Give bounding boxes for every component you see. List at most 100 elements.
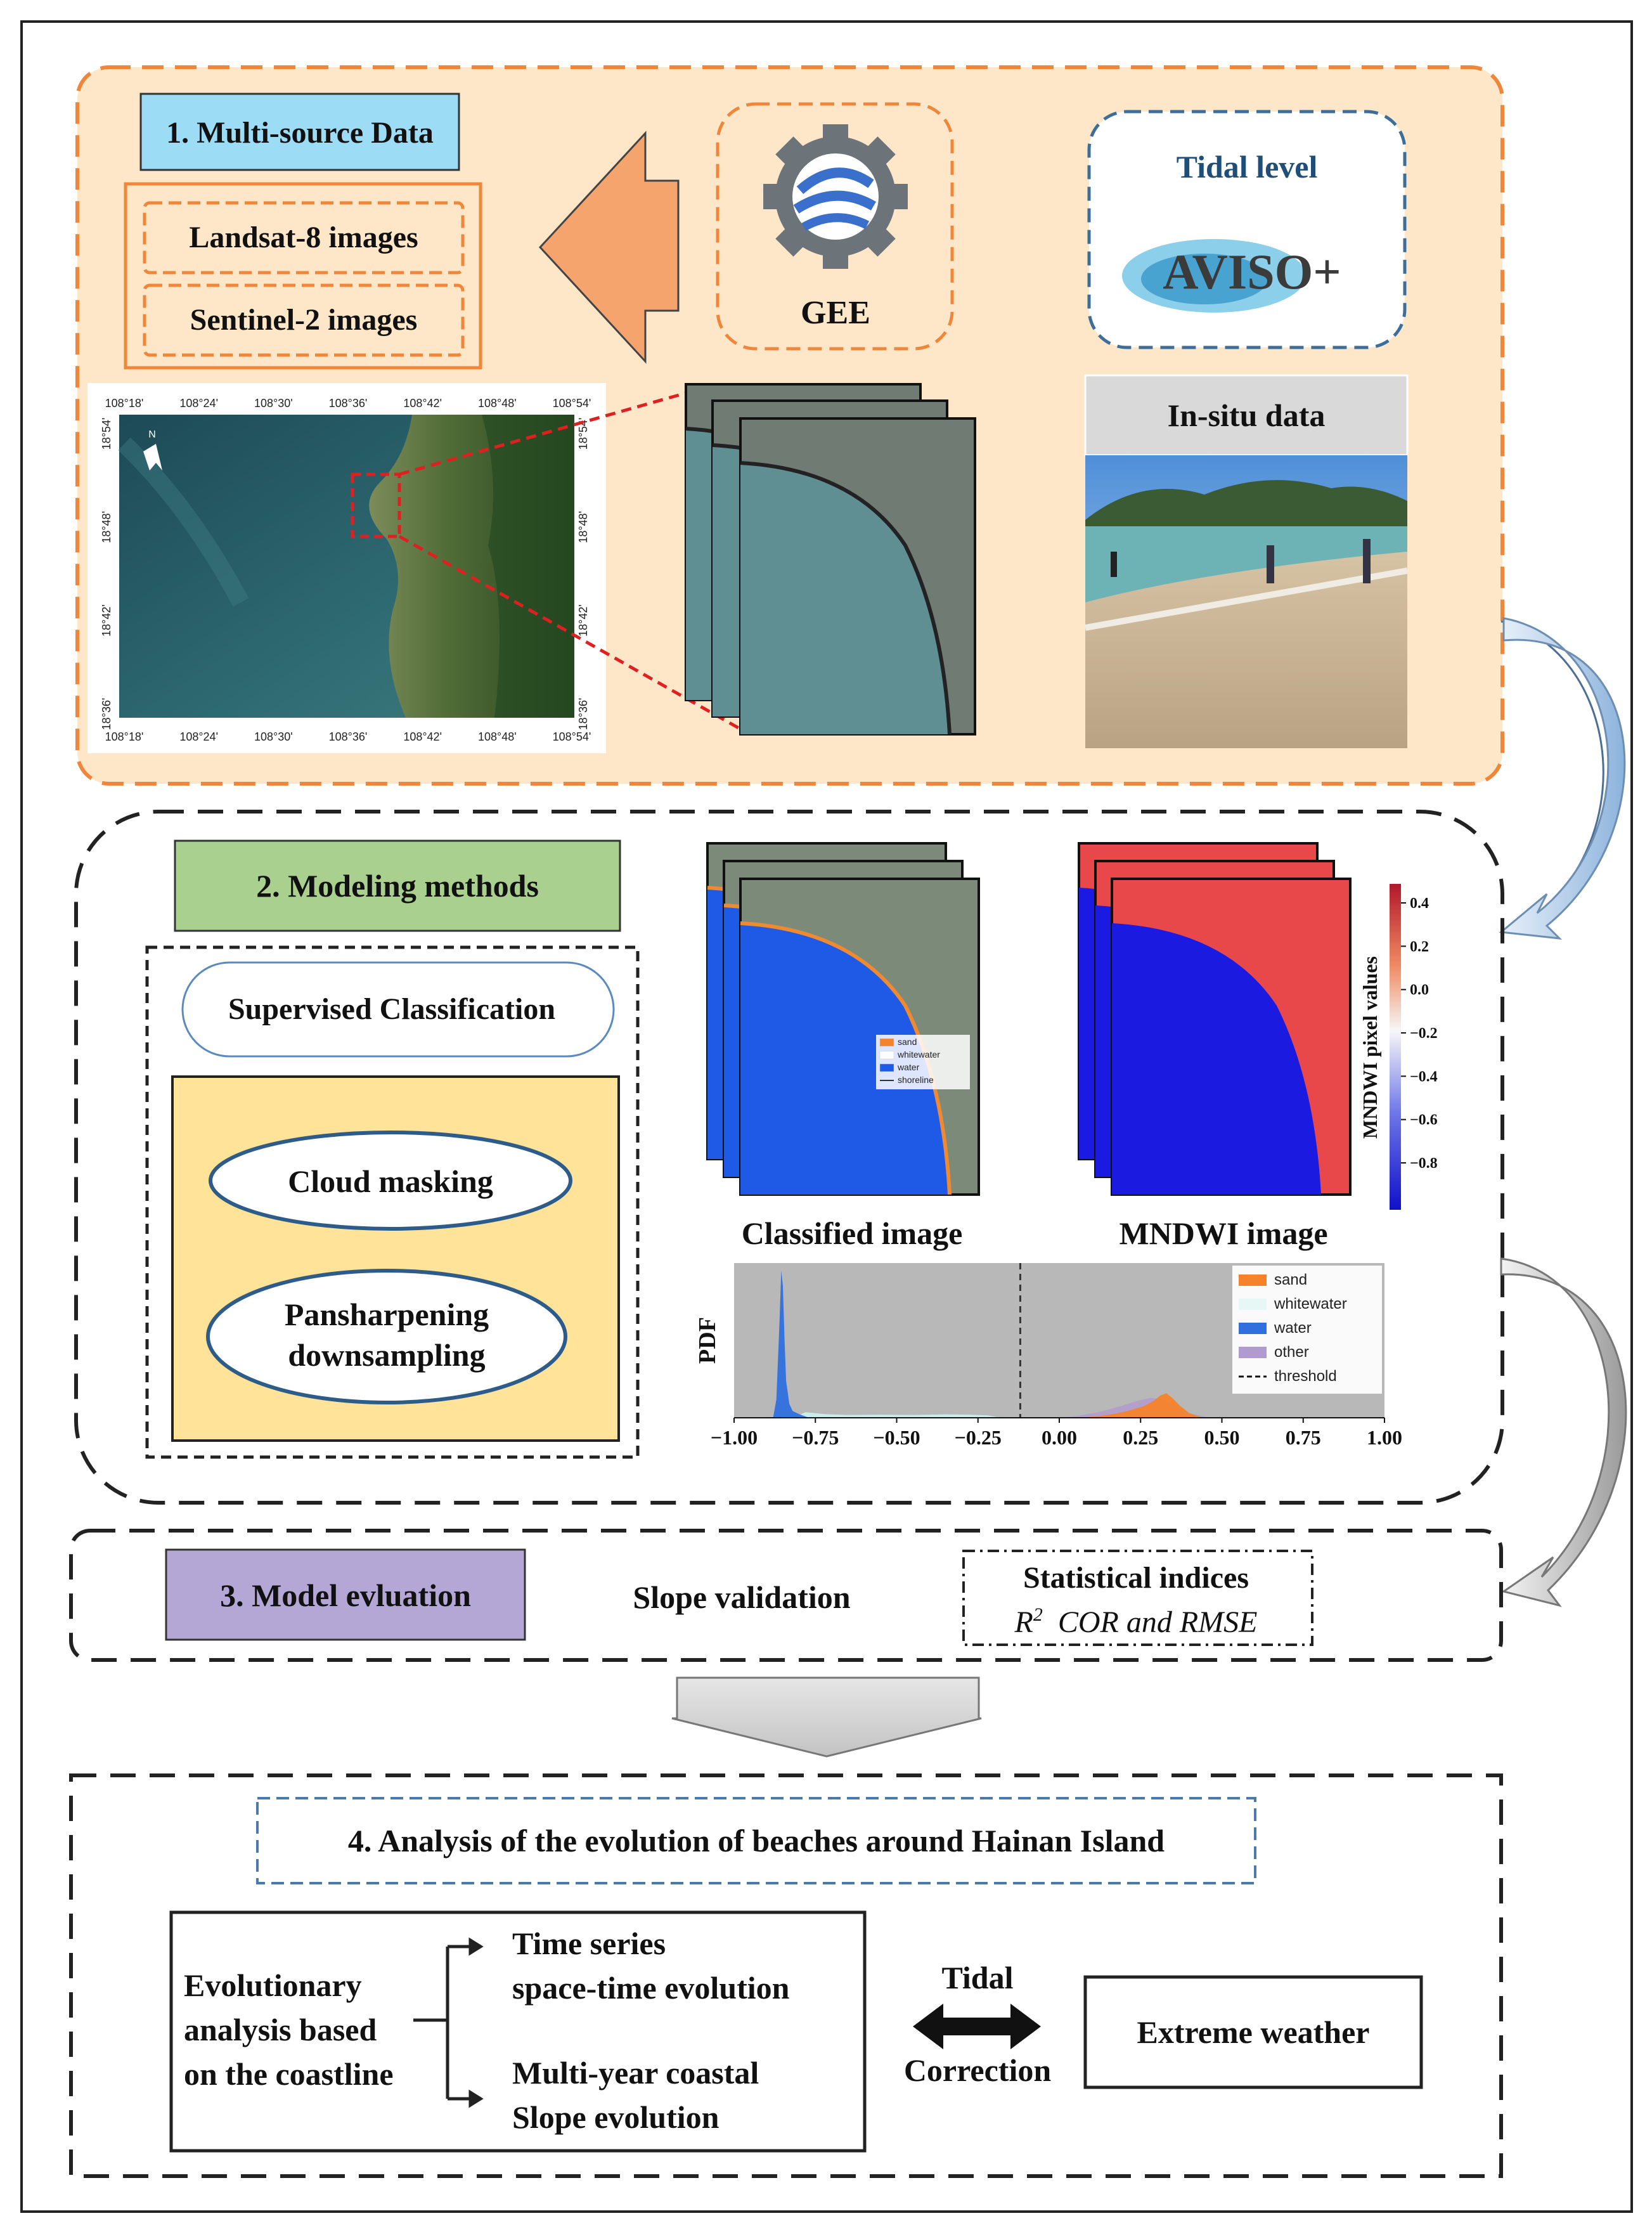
section1-title: 1. Multi-source Data [166, 116, 434, 150]
section3-title: 3. Model evluation [220, 1578, 471, 1613]
tidal-label: Tidal [941, 1960, 1013, 1995]
tidal-level-label: Tidal level [1177, 149, 1318, 185]
supervised-label: Supervised Classification [228, 992, 555, 1026]
satellite-image-stack [685, 383, 976, 736]
map-lat-tick-left: 18°36' [100, 698, 113, 730]
map-lon-tick-top: 108°36' [329, 397, 368, 410]
pdf-legend-item: threshold [1274, 1368, 1337, 1385]
tidal-level-box [1087, 110, 1407, 349]
pdf-legend-item: sand [1274, 1271, 1307, 1288]
study-area-map: N 108°18'108°24'108°30'108°36'108°42'108… [87, 383, 606, 753]
down-arrow [671, 1676, 982, 1758]
pdf-legend-item: whitewater [1274, 1295, 1347, 1313]
branch-connector [413, 1937, 484, 2108]
mndwi-image [1111, 878, 1352, 1196]
section4-title: 4. Analysis of the evolution of beaches … [348, 1823, 1165, 1858]
pdf-x-tick: −0.50 [873, 1426, 920, 1449]
double-arrow-icon [913, 2004, 1041, 2049]
downsampling-label: downsampling [288, 1337, 485, 1373]
map-zoom-rect [351, 472, 401, 538]
pdf-x-tick: −0.75 [792, 1426, 839, 1449]
map-lat-tick-right: 18°48' [577, 511, 590, 543]
map-lon-tick-bottom: 108°30' [254, 730, 293, 743]
map-lon-tick-bottom: 108°42' [403, 730, 442, 743]
pdf-x-tick: 1.00 [1367, 1426, 1402, 1449]
section1-title-box [139, 93, 460, 171]
colorbar-tick: −0.2 [1410, 1025, 1438, 1042]
map-lon-tick-top: 108°42' [403, 397, 442, 410]
landsat-label: Landsat-8 images [189, 221, 418, 254]
classified-legend-item: water [897, 1062, 920, 1072]
statistical-indices-label: Statistical indices [1023, 1561, 1249, 1595]
pansharpening-ellipse [206, 1269, 567, 1404]
classified-legend-item: sand [898, 1037, 917, 1047]
beach-photo [1085, 455, 1408, 748]
cloud-masking-label: Cloud masking [288, 1164, 493, 1199]
colorbar-title: MNDWI pixel values [1358, 956, 1381, 1139]
pdf-x-tick: −0.25 [955, 1426, 1002, 1449]
supervised-ellipse [181, 961, 615, 1058]
colorbar-tick: −0.6 [1410, 1112, 1438, 1129]
colorbar-tick: −0.4 [1410, 1068, 1438, 1085]
in-situ-label: In-situ data [1168, 398, 1326, 433]
extreme-weather-box [1083, 1975, 1423, 2089]
pdf-x-tick: 0.25 [1123, 1426, 1158, 1449]
pdf-legend-item: water [1274, 1319, 1312, 1337]
map-lon-tick-bottom: 108°54' [553, 730, 591, 743]
pdf-series-sand [1075, 1393, 1203, 1418]
classified-legend-item: whitewater [897, 1049, 940, 1060]
curved-arrow-1-2 [1499, 617, 1626, 940]
section2-title-box [174, 839, 621, 932]
section2-title: 2. Modeling methods [256, 868, 539, 904]
satellite-image [739, 417, 976, 736]
statistical-metrics-label: R2 COR and RMSE [1014, 1604, 1258, 1639]
mndwi-image-stack [1078, 842, 1352, 1196]
section4-panel [69, 1773, 1503, 2178]
outer-frame [20, 20, 1633, 2213]
cloud-masking-ellipse [209, 1131, 572, 1231]
time-series-line2: space-time evolution [512, 1970, 790, 2006]
colorbar-tick: 0.4 [1410, 895, 1429, 912]
colorbar-tick: 0.0 [1410, 982, 1429, 999]
multi-year-line2: Slope evolution [512, 2099, 720, 2135]
mndwi-image-label: MNDWI image [1119, 1215, 1327, 1251]
pdf-series-water [773, 1270, 809, 1418]
classified-legend-item: shoreline [898, 1075, 934, 1085]
map-lat-tick-right: 18°54' [577, 418, 590, 450]
extreme-weather-label: Extreme weather [1137, 2014, 1370, 2050]
correction-label: Correction [904, 2052, 1052, 2088]
slope-validation-label: Slope validation [633, 1579, 850, 1615]
pansharpening-label: Pansharpening [285, 1297, 489, 1332]
pdf-x-tick: 0.75 [1286, 1426, 1321, 1449]
north-label: N [148, 429, 156, 440]
north-arrow-icon [143, 444, 162, 470]
map-lon-tick-top: 108°54' [553, 397, 591, 410]
landsat-box [143, 201, 465, 275]
evolutionary-line1: Evolutionary [184, 1967, 362, 2003]
colorbar-tick: −0.8 [1410, 1155, 1438, 1172]
gee-gear-icon [763, 124, 908, 269]
pdf-x-tick: −1.00 [711, 1426, 758, 1449]
aviso-logo: AVISO+ [1122, 239, 1341, 313]
curved-arrow-2-3 [1500, 1257, 1627, 1607]
colorbar-tick: 0.2 [1410, 938, 1429, 955]
map-lat-tick-left: 18°48' [100, 511, 113, 543]
pdf-ylabel: PDF [694, 1317, 721, 1364]
classified-image-stack: sand whitewater water shoreline [706, 842, 980, 1196]
pdf-x-tick: 0.50 [1204, 1426, 1240, 1449]
methods-box [145, 945, 640, 1459]
classified-image [739, 878, 980, 1196]
section2-panel [74, 810, 1504, 1505]
time-series-line1: Time series [512, 1926, 666, 1961]
map-lat-tick-right: 18°42' [577, 604, 590, 637]
sentinel-label: Sentinel-2 images [190, 303, 418, 337]
evolutionary-line3: on the coastline [184, 2056, 394, 2092]
map-lon-tick-top: 108°30' [254, 397, 293, 410]
section3-panel [69, 1529, 1503, 1662]
svg-text:AVISO+: AVISO+ [1163, 244, 1341, 299]
pdf-x-tick: 0.00 [1042, 1426, 1077, 1449]
gee-box [716, 102, 954, 351]
map-lat-tick-left: 18°42' [100, 604, 113, 637]
gee-label: GEE [801, 295, 870, 331]
